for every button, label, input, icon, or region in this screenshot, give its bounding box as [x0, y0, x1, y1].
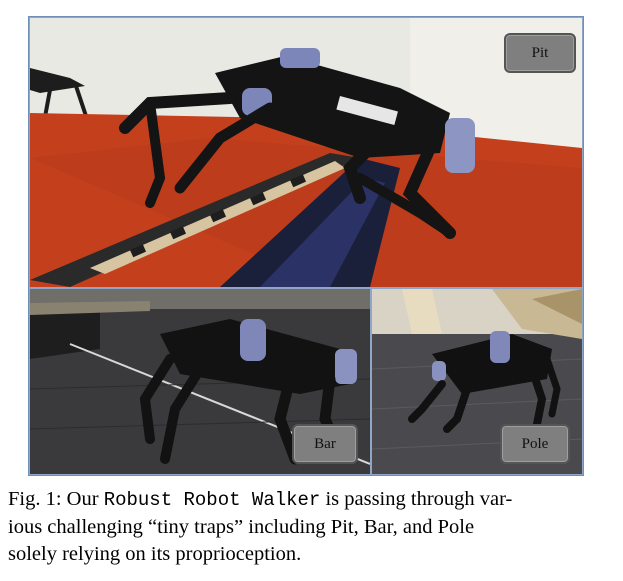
pit-label: Pit: [504, 33, 576, 73]
caption-prefix: Fig. 1: Our: [8, 488, 104, 510]
pit-scene: [30, 18, 582, 287]
pole-scene: [372, 289, 582, 474]
figure-caption: Fig. 1: Our Robust Robot Walker is passi…: [8, 486, 616, 568]
caption-line3: solely relying on its proprioception.: [8, 543, 302, 565]
caption-line2: ious challenging “tiny traps” including …: [8, 516, 475, 538]
pole-photo: Pole: [372, 289, 582, 474]
figure-1: Pit: [28, 16, 584, 476]
caption-line1-rest: is passing through var-: [320, 488, 513, 510]
bar-photo: Bar: [30, 289, 370, 474]
caption-system-name: Robust Robot Walker: [103, 489, 321, 511]
pole-label: Pole: [500, 424, 570, 464]
pit-photo: Pit: [30, 18, 582, 287]
bar-label: Bar: [292, 424, 358, 464]
